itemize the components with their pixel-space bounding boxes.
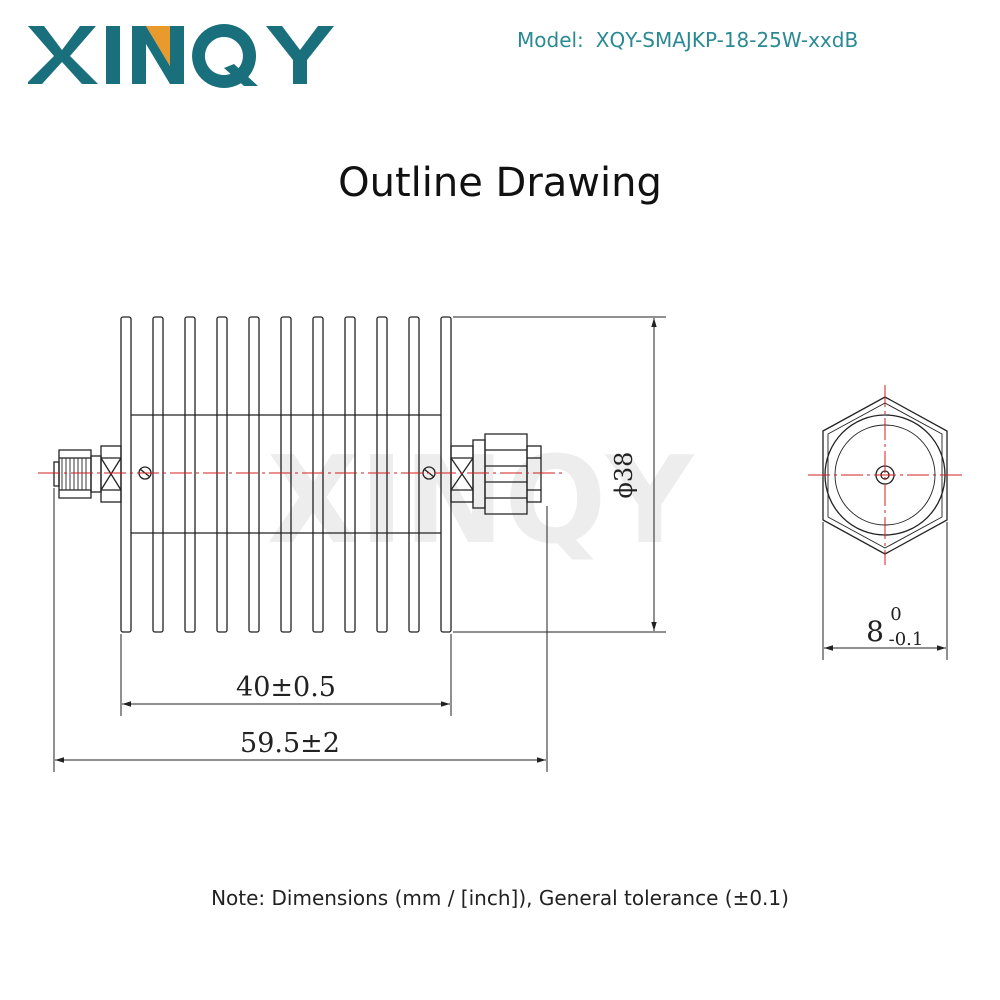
- brand-logo: [28, 24, 334, 88]
- side-view: [53, 316, 542, 633]
- diameter-dimension: [453, 316, 666, 633]
- end-centerlines: [808, 385, 964, 565]
- diameter-label: ϕ38: [610, 452, 638, 499]
- model-value: XQY-SMAJKP-18-25W-xxdB: [595, 28, 859, 52]
- left-connector: [53, 445, 122, 503]
- hex-lower-tolerance: -0.1: [889, 629, 924, 650]
- right-connector: [450, 433, 542, 515]
- page-title: Outline Drawing: [338, 160, 662, 206]
- body-length-dimension: [120, 634, 452, 716]
- hex-upper-tolerance: 0: [890, 604, 901, 625]
- watermark-logo: XINQY: [267, 432, 696, 571]
- total-length-dimension: [53, 488, 548, 772]
- hex-size-label: 8: [866, 615, 884, 648]
- total-length-label: 59.5±2: [240, 728, 340, 759]
- body-length-label: 40±0.5: [236, 672, 336, 703]
- model-label: Model:: [517, 28, 584, 52]
- note-text: Note: Dimensions (mm / [inch]), General …: [211, 886, 789, 910]
- hex-dimension: [822, 522, 948, 660]
- model-number: Model: XQY-SMAJKP-18-25W-xxdB: [517, 28, 858, 52]
